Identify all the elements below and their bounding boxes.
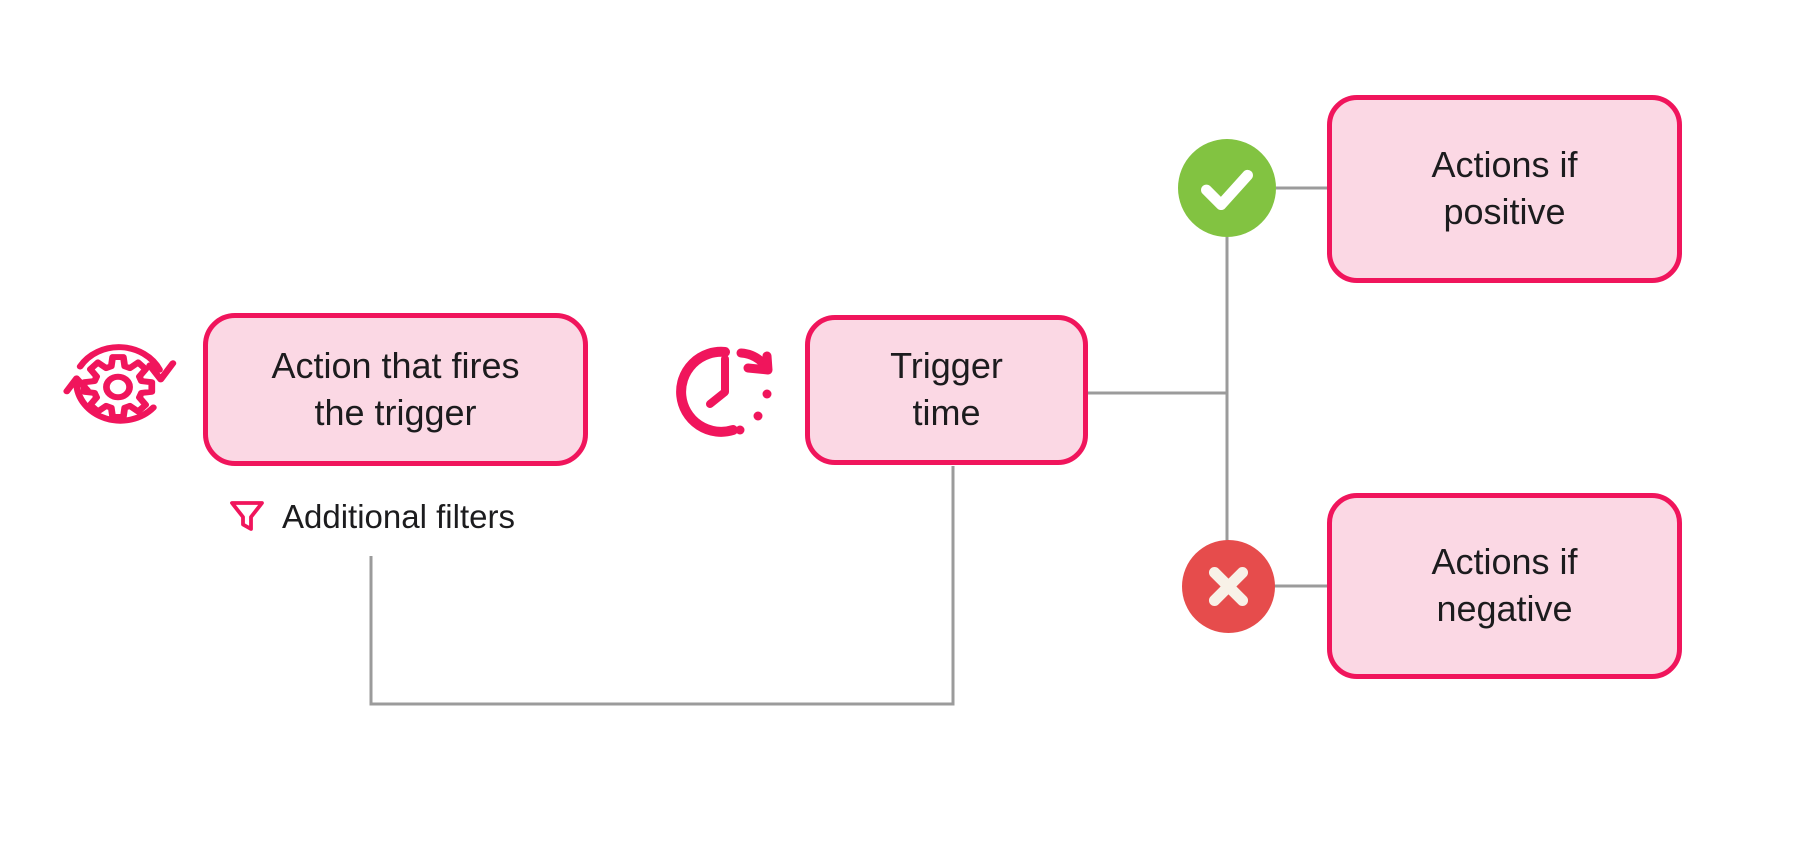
trigger-time-node: Trigger time (805, 315, 1088, 465)
connector-filters-to-trigger (369, 466, 955, 706)
positive-badge (1178, 139, 1276, 237)
trigger-time-label: Trigger time (890, 345, 1003, 433)
action-node-label: Action that fires the trigger (271, 344, 520, 433)
actions-if-positive-node: Actions if positive (1327, 95, 1682, 283)
additional-filters-label: Additional filters (282, 498, 515, 535)
action-node: Action that fires the trigger (203, 313, 588, 466)
actions-if-positive-label: Actions if positive (1431, 144, 1578, 232)
actions-if-negative-node: Actions if negative (1327, 493, 1682, 679)
actions-if-negative-label: Actions if negative (1431, 541, 1578, 629)
gear-sync-icon (63, 344, 177, 424)
clock-arrow-icon (676, 346, 773, 437)
negative-badge (1182, 540, 1275, 633)
check-icon (1201, 169, 1253, 211)
funnel-filter-icon (230, 501, 264, 531)
cross-icon (1208, 566, 1249, 607)
